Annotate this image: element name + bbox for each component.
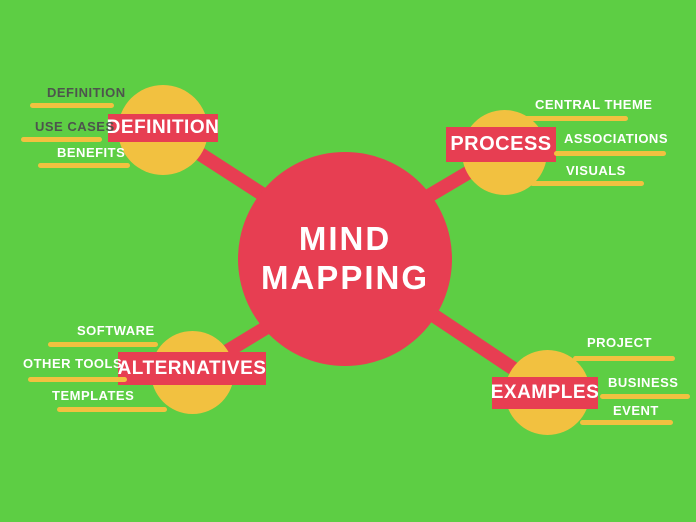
sub-item-definition-benefits: BENEFITS xyxy=(57,145,126,160)
underline-bar xyxy=(48,342,158,347)
sub-item-definition-definition: DEFINITION xyxy=(47,85,126,100)
branch-label-process: PROCESS xyxy=(446,127,556,162)
underline-bar xyxy=(57,407,167,412)
underline-bar xyxy=(30,103,114,108)
underline-bar xyxy=(21,137,102,142)
sub-item-examples-event: EVENT xyxy=(613,403,659,418)
sub-item-definition-use-cases: USE CASES xyxy=(35,119,115,134)
central-topic-line2: MAPPING xyxy=(260,259,429,296)
sub-item-alternatives-software: SOFTWARE xyxy=(77,323,155,338)
sub-item-process-associations: ASSOCIATIONS xyxy=(564,131,668,146)
sub-item-examples-project: PROJECT xyxy=(587,335,652,350)
underline-bar xyxy=(530,181,644,186)
underline-bar xyxy=(554,151,666,156)
underline-bar xyxy=(28,377,127,382)
sub-item-process-visuals: VISUALS xyxy=(566,163,626,178)
sub-item-examples-business: BUSINESS xyxy=(608,375,679,390)
branch-label-definition: DEFINITION xyxy=(107,114,219,142)
underline-bar xyxy=(580,420,673,425)
underline-bar xyxy=(573,356,675,361)
branch-label-examples: EXAMPLES xyxy=(491,377,599,409)
underline-bar xyxy=(600,394,690,399)
sub-item-alternatives-templates: TEMPLATES xyxy=(52,388,135,403)
underline-bar xyxy=(524,116,628,121)
underline-bar xyxy=(38,163,130,168)
sub-item-process-central-theme: CENTRAL THEME xyxy=(535,97,653,112)
sub-item-alternatives-other-tools: OTHER TOOLS xyxy=(23,356,123,371)
branch-label-alternatives: ALTERNATIVES xyxy=(118,352,266,385)
central-topic: MIND MAPPING xyxy=(238,152,452,366)
central-topic-line1: MIND xyxy=(298,220,392,258)
